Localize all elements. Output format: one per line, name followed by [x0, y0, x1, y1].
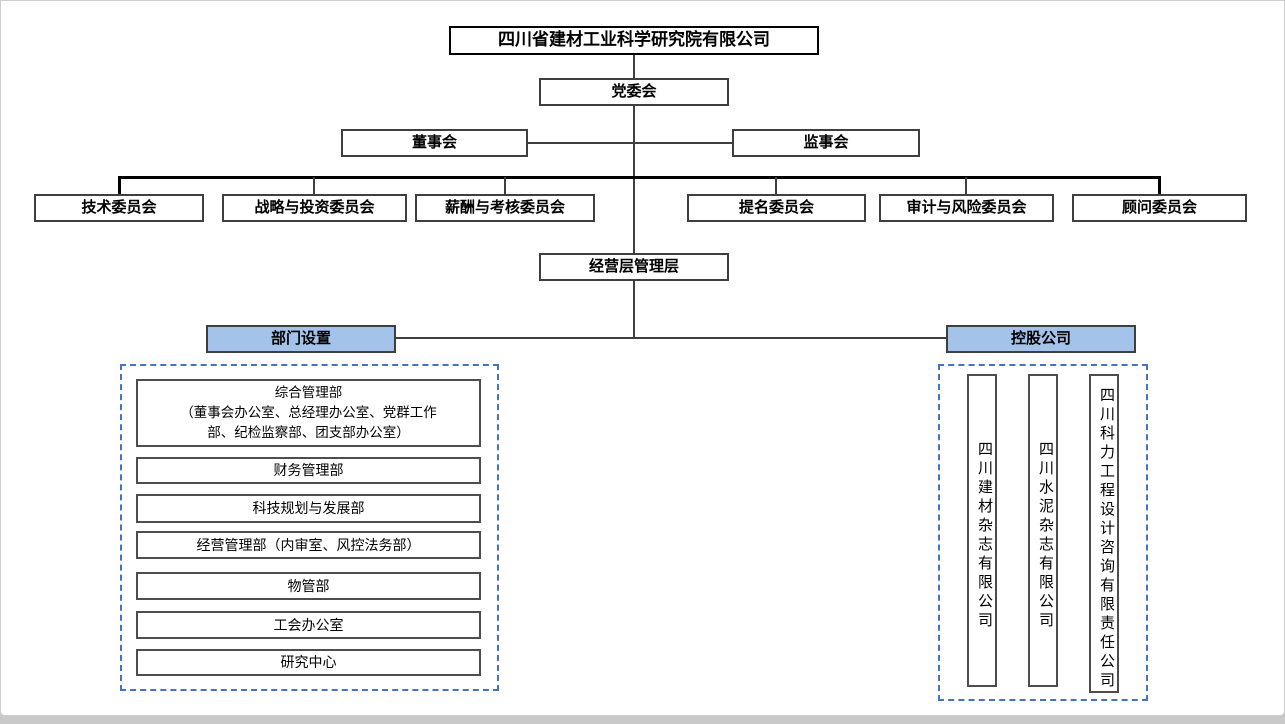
- connector-drop-committee-advisory: [1158, 176, 1161, 194]
- connector-drop-committee-strategy: [313, 177, 315, 194]
- committee-technology: 技术委员会: [34, 194, 204, 222]
- department-research-center-label: 研究中心: [280, 654, 337, 670]
- committee-advisory-label: 顾问委员会: [1121, 199, 1197, 216]
- company-root-box: 四川省建材工业科学研究院有限公司: [449, 26, 819, 55]
- departments-group: [120, 364, 499, 691]
- departments-header-label: 部门设置: [270, 330, 331, 347]
- committee-audit-risk-label: 审计与风险委员会: [906, 199, 1027, 216]
- department-general-management: 综合管理部 （董事会办公室、总经理办公室、党群工作 部、纪检监察部、团支部办公室…: [136, 379, 481, 447]
- connector-drop-committee-compensation: [504, 177, 506, 194]
- connector-management-down: [633, 281, 635, 338]
- committee-strategy-investment: 战略与投资委员会: [222, 194, 407, 222]
- department-property-management: 物管部: [136, 572, 481, 600]
- management-layer-label: 经营层管理层: [588, 258, 679, 275]
- departments-header: 部门设置: [206, 325, 396, 353]
- department-general-management-line2: （董事会办公室、总经理办公室、党群工作: [180, 404, 437, 420]
- committee-strategy-investment-label: 战略与投资委员会: [254, 199, 375, 216]
- department-operations-management: 经营管理部（内审室、风控法务部）: [136, 531, 481, 559]
- department-union-office: 工会办公室: [136, 611, 481, 639]
- committee-nomination: 提名委员会: [687, 194, 866, 222]
- committee-compensation-assessment-label: 薪酬与考核委员会: [444, 199, 565, 216]
- connector-drop-committee-nomination: [775, 177, 777, 194]
- party-committee-box: 党委会: [539, 78, 729, 106]
- department-general-management-line1: 综合管理部: [274, 384, 343, 400]
- department-general-management-line3: 部、纪检监察部、团支部办公室）: [207, 425, 410, 441]
- connector-committee-bus: [118, 176, 1161, 179]
- department-sci-tech-planning: 科技规划与发展部: [136, 494, 481, 523]
- department-research-center: 研究中心: [136, 649, 481, 676]
- holdings-group: [938, 364, 1148, 701]
- committee-nomination-label: 提名委员会: [738, 199, 814, 216]
- company-root-label: 四川省建材工业科学研究院有限公司: [498, 30, 770, 50]
- holding-company-cement-magazine: 四川水泥杂志有限公司: [1028, 374, 1058, 687]
- board-of-directors-label: 董事会: [411, 134, 457, 151]
- party-committee-label: 党委会: [611, 83, 657, 100]
- department-sci-tech-planning-label: 科技规划与发展部: [252, 500, 365, 516]
- committee-compensation-assessment: 薪酬与考核委员会: [415, 194, 595, 222]
- holdings-header: 控股公司: [946, 325, 1136, 353]
- supervisory-board-box: 监事会: [732, 129, 920, 157]
- connector-headers: [396, 337, 946, 339]
- committee-technology-label: 技术委员会: [81, 199, 157, 216]
- connector-drop-committee-technology: [118, 176, 121, 194]
- connector-root-to-party: [633, 54, 635, 78]
- department-finance-label: 财务管理部: [273, 462, 344, 478]
- department-property-management-label: 物管部: [287, 577, 330, 594]
- holding-company-cement-magazine-label: 四川水泥杂志有限公司: [1037, 440, 1054, 631]
- department-finance: 财务管理部: [136, 457, 481, 484]
- holding-company-keli-engineering-label: 四川科力工程设计咨询有限责任公司: [1098, 386, 1115, 691]
- holdings-header-label: 控股公司: [1010, 330, 1071, 347]
- holding-company-keli-engineering: 四川科力工程设计咨询有限责任公司: [1089, 374, 1119, 693]
- connector-drop-committee-audit: [965, 177, 967, 194]
- management-layer-box: 经营层管理层: [539, 253, 729, 281]
- committee-audit-risk: 审计与风险委员会: [879, 194, 1054, 222]
- department-union-office-label: 工会办公室: [273, 616, 344, 633]
- holding-company-jiancai-magazine-label: 四川建材杂志有限公司: [976, 440, 993, 631]
- connector-board-supervisory: [528, 142, 732, 144]
- department-operations-management-label: 经营管理部（内审室、风控法务部）: [196, 536, 421, 553]
- connector-party-to-management: [633, 106, 635, 253]
- board-of-directors-box: 董事会: [341, 129, 528, 157]
- committee-advisory: 顾问委员会: [1072, 194, 1247, 222]
- supervisory-board-label: 监事会: [803, 134, 849, 151]
- holding-company-jiancai-magazine: 四川建材杂志有限公司: [967, 374, 997, 687]
